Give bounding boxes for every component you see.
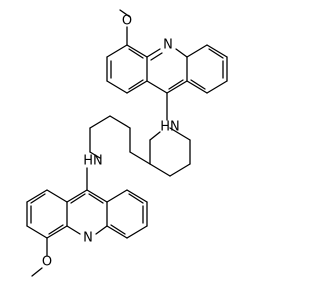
bottom-central-ring xyxy=(66,189,108,235)
bottom-methyl-bond xyxy=(31,267,43,277)
top-left-benzo-ring xyxy=(106,44,148,94)
bottom-methoxy-oxygen: O xyxy=(42,255,52,270)
bottom-acridine-unit xyxy=(26,167,148,277)
bottom-left-benzo-ring xyxy=(26,189,68,239)
top-amine-nh: HN xyxy=(160,120,180,135)
top-methoxy-oxygen: O xyxy=(122,14,132,29)
top-ring-nitrogen: N xyxy=(163,38,173,53)
bottom-right-benzo-ring xyxy=(106,189,148,239)
bottom-amine-nh: HN xyxy=(83,154,103,169)
top-central-ring xyxy=(146,48,188,94)
top-right-benzo-ring xyxy=(186,44,228,94)
top-methyl-bond xyxy=(119,9,131,18)
top-acridine-unit xyxy=(106,9,228,121)
bottom-ring-nitrogen: N xyxy=(83,231,93,246)
polymethylene-linker xyxy=(89,115,191,177)
chemical-structure: O N HN HN N O xyxy=(26,9,228,277)
